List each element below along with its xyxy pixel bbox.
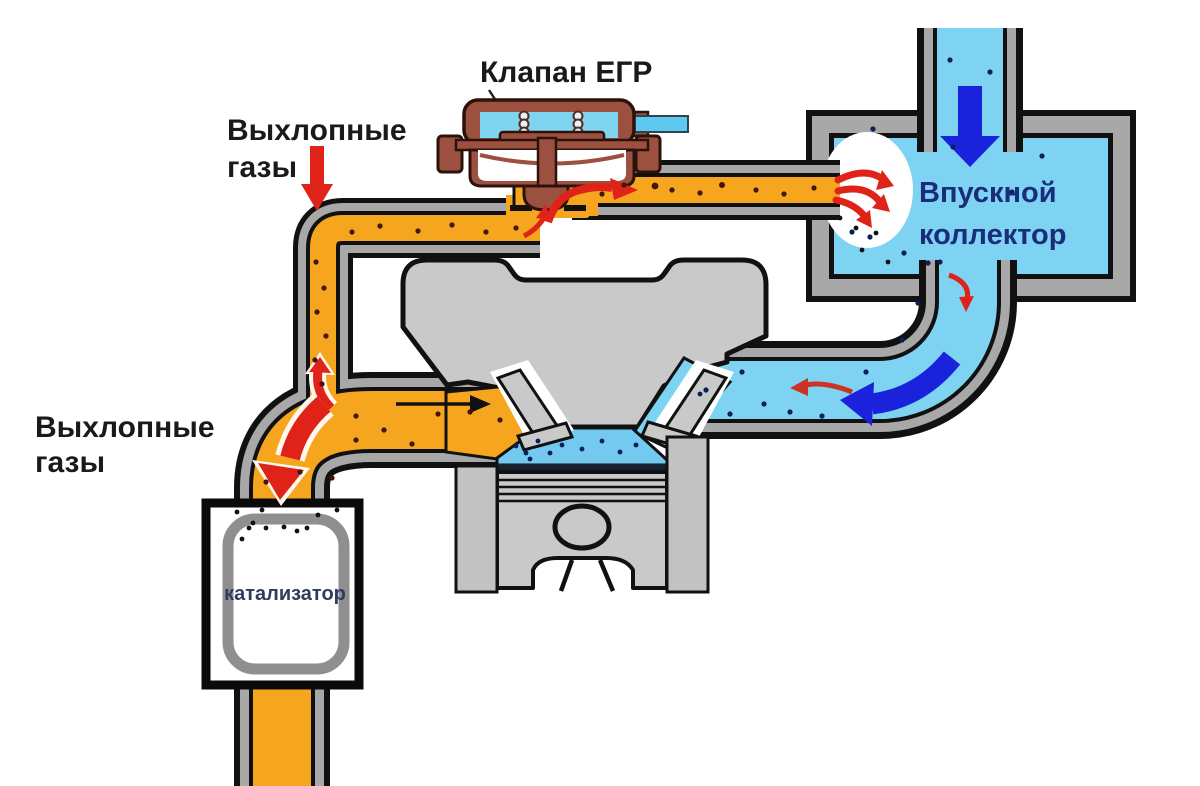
egr-valve-stem — [536, 136, 558, 194]
exhaust-gases-top-label-line1: Выхлопные — [227, 114, 407, 147]
egr-branch-arrow — [305, 352, 338, 415]
piston-rings — [498, 478, 666, 503]
intake-manifold-label-line2: коллектор — [919, 219, 1066, 251]
valve-seat-dash-right — [564, 205, 586, 211]
cylinder-wall-right — [665, 435, 710, 594]
egr-valve-label: Клапан ЕГР — [480, 56, 652, 89]
catalyst-label: катализатор — [224, 583, 346, 605]
piston-assembly — [454, 435, 710, 594]
exhaust-particles — [263, 182, 817, 485]
connecting-rod-lines — [558, 559, 616, 592]
cylinder-head — [400, 257, 769, 430]
mixing-zone-particles — [837, 215, 891, 265]
exhaust-gases-left-label-line1: Выхлопные — [35, 411, 215, 444]
exhaust-runner-arrow — [396, 395, 491, 413]
egr-seat-arrows — [522, 178, 638, 239]
exhaust-to-catalyst-arrow — [252, 392, 334, 506]
exhaust-label-arrow — [301, 146, 333, 211]
intake-manifold-label-line1: Впускной — [919, 177, 1057, 209]
text-labels: Клапан ЕГР Выхлопные газы Выхлопные газы… — [35, 56, 1066, 479]
exhaust-valve — [490, 360, 575, 452]
egr-mix-arrow-manifold-exit — [948, 272, 974, 312]
exhaust-gases-left-label-line2: газы — [35, 446, 105, 479]
vacuum-hose — [633, 115, 689, 133]
intake-particles — [513, 57, 1045, 462]
catalytic-converter: катализатор — [201, 498, 364, 690]
exhaust-gases-top-label-line2: газы — [227, 151, 297, 184]
exhaust-pipes — [234, 160, 840, 786]
egr-fan-arrows — [832, 169, 894, 228]
catalyst-inner-shell — [222, 513, 350, 675]
intake-flow-arrow-curved — [840, 351, 961, 426]
egr-mix-arrow-runner — [790, 378, 853, 396]
valve-seat-dash-left — [510, 205, 532, 211]
wrist-pin — [552, 503, 612, 551]
catalyst-particles — [234, 507, 340, 542]
cylinder-wall-left — [454, 464, 499, 594]
